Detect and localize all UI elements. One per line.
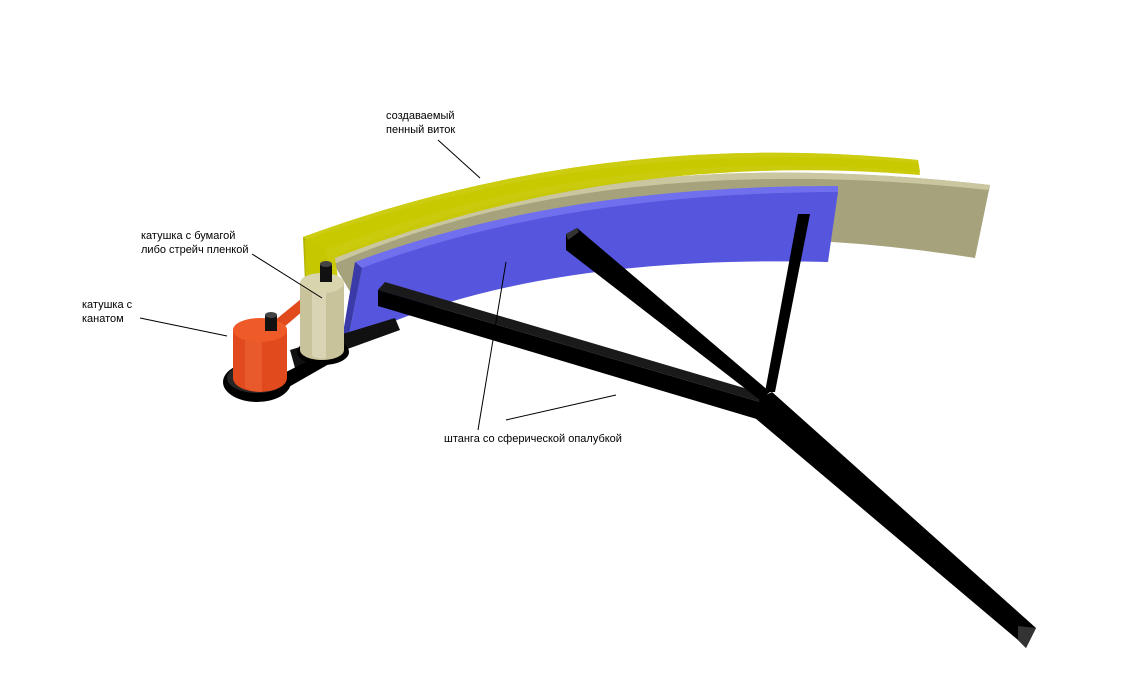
rod-front-beam — [755, 392, 1036, 648]
label-foam-turn-line-1: создаваемый — [386, 110, 455, 122]
label-rod-line-1: штанга со сферической опалубкой — [444, 433, 622, 445]
rod-vertical-post — [765, 214, 810, 392]
foam-turn — [303, 152, 920, 292]
label-rope-spool: катушка с канатом — [82, 298, 132, 326]
blue-panel-top-edge — [355, 185, 838, 270]
label-rope-spool-line-2: канатом — [82, 313, 124, 325]
leader-rope-spool — [139, 317, 228, 337]
label-paper-spool: катушка с бумагой либо стрейч пленкой — [141, 229, 249, 257]
rope-spool-top — [233, 318, 287, 342]
rope-spool-axle — [265, 315, 277, 331]
rod-back-beam — [566, 228, 770, 400]
label-foam-turn-line-2: пенный виток — [386, 124, 456, 136]
rope-spool — [233, 312, 287, 392]
label-foam-turn: создаваемый пенный виток — [386, 109, 455, 137]
rod-main-beam-side — [378, 290, 760, 420]
paper-spool-top — [300, 273, 344, 293]
label-rod: штанга со сферической опалубкой — [444, 432, 622, 446]
paper-spool — [300, 261, 344, 360]
leader-rod-left — [477, 261, 507, 431]
leader-rod-right — [505, 394, 617, 421]
blue-panel-left-edge — [343, 262, 362, 340]
leader-paper-spool — [251, 253, 323, 299]
formwork-band-top-edge — [330, 172, 990, 264]
leader-lines — [139, 139, 617, 431]
rod-frame — [378, 214, 1036, 648]
paper-spool-axle — [320, 264, 332, 282]
rod-main-beam-top — [378, 282, 768, 402]
label-rope-spool-line-1: катушка с — [82, 299, 133, 311]
leader-foam-turn — [437, 139, 481, 179]
label-paper-spool-line-2: либо стрейч пленкой — [141, 244, 249, 256]
foam-turn-front-band — [305, 157, 920, 292]
label-paper-spool-line-1: катушка с бумагой — [141, 230, 236, 242]
